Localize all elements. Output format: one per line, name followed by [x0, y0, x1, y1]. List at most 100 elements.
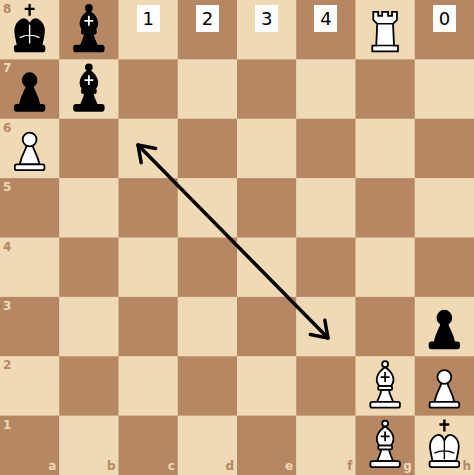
- board-square: [237, 297, 297, 357]
- bishop-piece: [370, 361, 400, 408]
- rank-label: 8: [3, 3, 11, 15]
- board-square: [237, 119, 297, 179]
- board-square: [59, 119, 119, 179]
- rook-piece: [372, 12, 398, 52]
- board-square: [296, 0, 356, 60]
- number-label: 0: [439, 9, 450, 29]
- board-square: [237, 416, 297, 475]
- board-square: [0, 0, 60, 60]
- board-square: [237, 59, 297, 119]
- number-box: 2: [196, 5, 219, 32]
- board-square: [178, 0, 238, 60]
- move-arrow: [138, 145, 328, 338]
- board-square: [59, 59, 119, 119]
- board-square: [356, 297, 416, 357]
- board-square: [415, 297, 474, 357]
- board-square: [0, 356, 60, 416]
- rank-label: 2: [3, 359, 11, 371]
- board-square: [415, 178, 474, 238]
- rank-label: 3: [3, 300, 11, 312]
- number-label: 3: [261, 9, 272, 29]
- board-square: [0, 59, 60, 119]
- king-piece: [430, 420, 460, 468]
- board-square: [59, 0, 119, 60]
- pieces: [15, 4, 459, 467]
- board-square: [59, 238, 119, 298]
- board-square: [0, 238, 60, 298]
- arrow-stroke: [138, 145, 156, 163]
- rank-label: 7: [3, 62, 11, 74]
- bishop-piece: [74, 64, 104, 111]
- number-box: 4: [314, 5, 337, 32]
- file-label: g: [403, 460, 412, 472]
- bishop-piece: [74, 5, 104, 52]
- board-square: [0, 178, 60, 238]
- rank-label: 1: [3, 419, 11, 431]
- king-piece: [15, 4, 45, 52]
- rank-label: 6: [3, 122, 11, 134]
- board-square: [356, 356, 416, 416]
- pawn-piece: [15, 73, 45, 111]
- pawn-piece: [430, 370, 460, 408]
- board-square: [59, 297, 119, 357]
- board-square: [356, 0, 416, 60]
- board-square: [415, 0, 474, 60]
- board-square: [119, 119, 179, 179]
- board-square: [296, 178, 356, 238]
- board-square: [59, 178, 119, 238]
- board-square: [415, 119, 474, 179]
- file-label: f: [347, 460, 352, 472]
- board-square: [178, 356, 238, 416]
- board-square: [415, 416, 474, 475]
- board-square: [237, 356, 297, 416]
- board-square: [178, 238, 238, 298]
- file-label: b: [107, 460, 116, 472]
- arrow-stroke: [138, 145, 328, 338]
- board-square: [178, 178, 238, 238]
- board-square: [178, 59, 238, 119]
- board-square: [415, 356, 474, 416]
- board-square: [237, 178, 297, 238]
- board-square: [119, 356, 179, 416]
- rank-label: 4: [3, 241, 11, 253]
- board-square: [356, 178, 416, 238]
- number-box: 3: [255, 5, 278, 32]
- board-square: [356, 416, 416, 475]
- number-label: 2: [202, 9, 213, 29]
- board-square: [119, 0, 179, 60]
- board-square: [178, 119, 238, 179]
- board-square: [296, 297, 356, 357]
- board-square: [415, 238, 474, 298]
- board-square: [59, 356, 119, 416]
- number-label: 4: [320, 9, 331, 29]
- file-label: h: [462, 460, 471, 472]
- board-square: [119, 59, 179, 119]
- board-square: [0, 416, 60, 475]
- pawn-piece: [15, 133, 45, 171]
- board-square: [415, 59, 474, 119]
- number-box: 0: [433, 5, 456, 32]
- board-square: [0, 297, 60, 357]
- board-square: [119, 238, 179, 298]
- board-square: [178, 297, 238, 357]
- number-label: 1: [142, 9, 153, 29]
- file-label: a: [48, 460, 56, 472]
- board-square: [0, 119, 60, 179]
- board-square: [237, 238, 297, 298]
- bishop-piece: [370, 421, 400, 468]
- file-label: c: [168, 460, 175, 472]
- board-square: [296, 59, 356, 119]
- board-square: [356, 238, 416, 298]
- arrow-stroke: [310, 320, 328, 338]
- board-square: [296, 356, 356, 416]
- board-square: [59, 416, 119, 475]
- board-square: [356, 119, 416, 179]
- board-square: [119, 416, 179, 475]
- pawn-piece: [430, 311, 460, 349]
- rank-label: 5: [3, 181, 11, 193]
- board-square: [237, 0, 297, 60]
- board-square: [296, 119, 356, 179]
